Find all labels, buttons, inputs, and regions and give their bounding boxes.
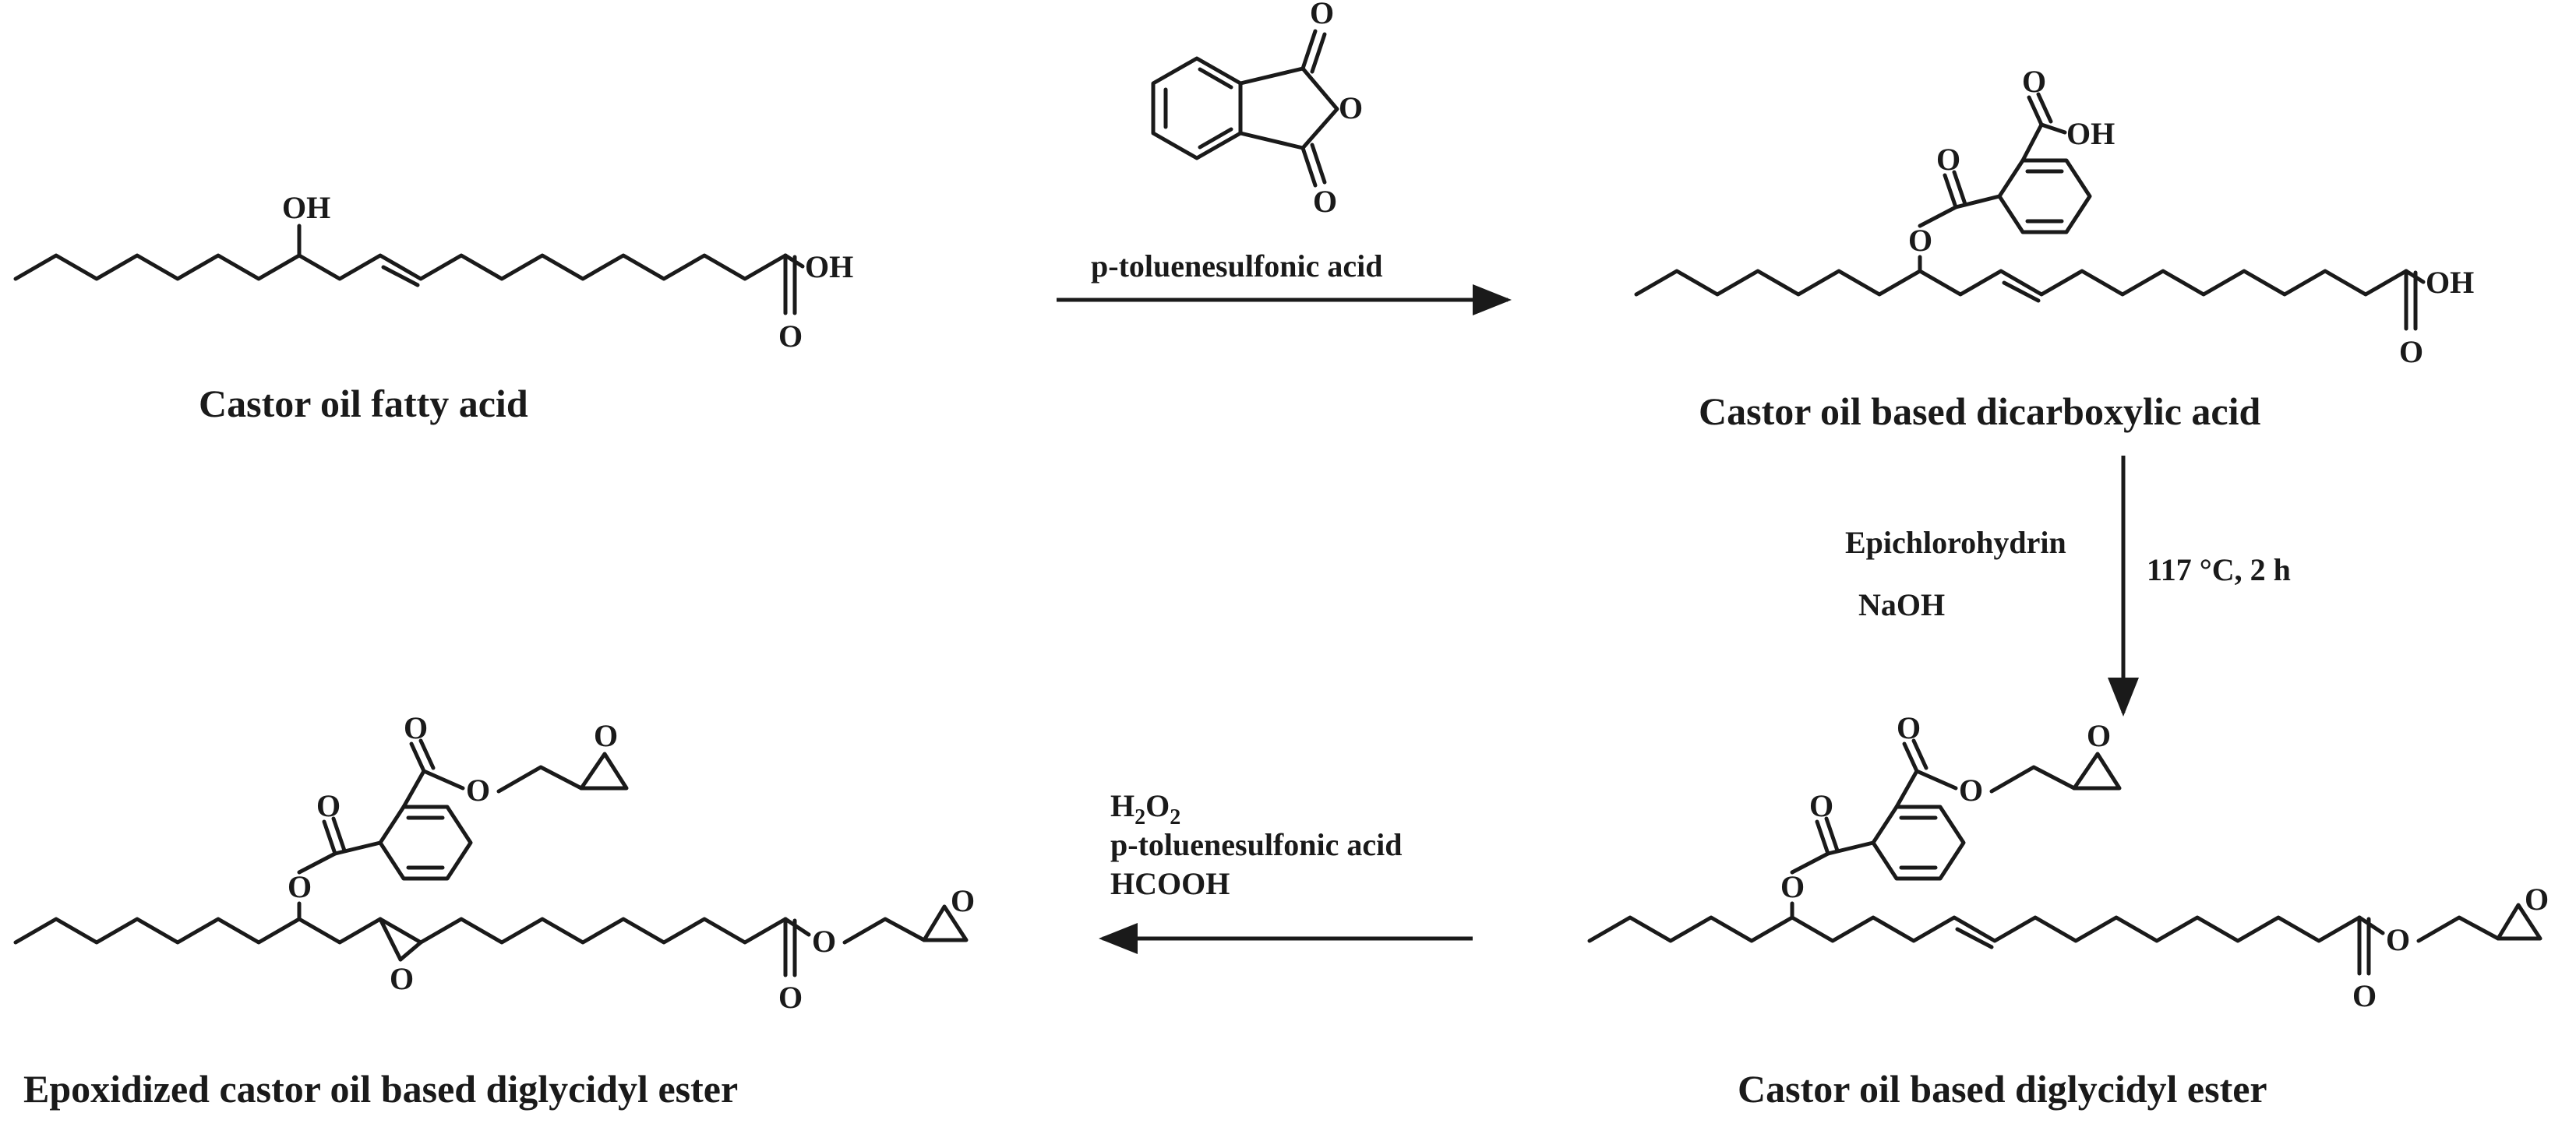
caption-epoxidized-diglycidyl-ester: Epoxidized castor oil based diglycidyl e… (23, 1067, 738, 1111)
step2-reagent-epichlorohydrin: Epichlorohydrin (1845, 525, 2066, 560)
step2-conditions: 117 °C, 2 h (2147, 552, 2291, 587)
terminal-ester-oxygen: O (2386, 922, 2410, 957)
carbonyl-oxygen: O (778, 319, 803, 354)
step3-oxidant: H2O2 (1110, 788, 1180, 829)
terminal-ester-oxygen: O (812, 924, 836, 959)
caption-castor-oil-fatty-acid: Castor oil fatty acid (199, 382, 528, 425)
step2-reagent-naoh: NaOH (1858, 587, 1945, 622)
terminal-carbonyl-oxygen: O (2352, 978, 2377, 1013)
epoxide-oxygen-2: O (2525, 882, 2549, 917)
epoxide-oxygen-1: O (594, 718, 618, 753)
dicarboxylic-acid-structure: O O O OH OH O (1634, 64, 2474, 369)
acid-oh-group: OH (805, 249, 853, 284)
ester-oxygen: O (288, 869, 312, 904)
diglycidyl-ester-structure: O O O O O O O O (1587, 710, 2549, 1013)
anhydride-ring-oxygen: O (1339, 90, 1363, 125)
epoxide-oxygen-1: O (2087, 718, 2111, 753)
chain-epoxide-oxygen: O (390, 961, 414, 996)
caption-dicarboxylic-acid: Castor oil based dicarboxylic acid (1699, 389, 2261, 433)
aryl-ester-carbonyl-oxygen: O (404, 710, 428, 745)
oh-group: OH (282, 190, 330, 225)
ester-carbonyl-oxygen: O (1809, 788, 1833, 823)
ester-carbonyl-oxygen: O (316, 788, 341, 823)
anhydride-oxygen-top: O (1310, 0, 1334, 30)
step3-catalyst: p-toluenesulfonic acid (1110, 827, 1402, 862)
terminal-carbonyl-oxygen: O (778, 980, 803, 1015)
aryl-ester-carbonyl-oxygen: O (1897, 710, 1921, 745)
phthalic-anhydride-structure: O O O (1151, 0, 1363, 219)
aryl-acid-oh: OH (2066, 116, 2115, 151)
ester-carbonyl-oxygen: O (1936, 142, 1960, 177)
ester-oxygen: O (1908, 223, 1932, 258)
step3-acid: HCOOH (1110, 866, 1230, 901)
caption-diglycidyl-ester: Castor oil based diglycidyl ester (1738, 1067, 2267, 1111)
terminal-carbonyl-oxygen: O (2399, 334, 2423, 369)
ester-oxygen: O (1780, 869, 1805, 904)
epoxide-oxygen-2: O (951, 883, 975, 918)
castor-oil-fatty-acid-structure: OH OH O (13, 190, 853, 354)
terminal-acid-oh: OH (2426, 265, 2474, 300)
step1-catalyst: p-toluenesulfonic acid (1091, 248, 1382, 284)
aryl-acid-carbonyl-oxygen: O (2022, 64, 2046, 99)
aryl-ester-oxygen: O (466, 773, 490, 808)
aryl-ester-oxygen: O (1959, 773, 1983, 808)
epoxidized-diglycidyl-ester-structure: O O O O O O O O O (13, 710, 975, 1015)
anhydride-oxygen-bottom: O (1313, 184, 1337, 219)
